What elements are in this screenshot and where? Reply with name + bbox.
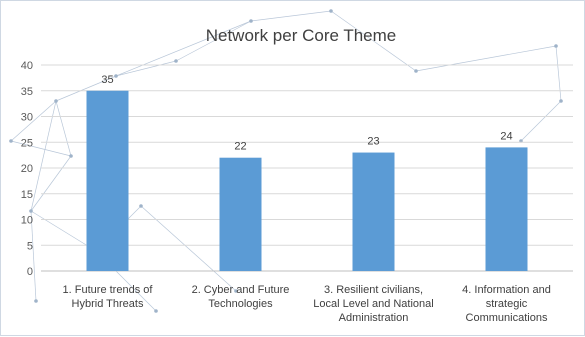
decoration-node bbox=[54, 99, 58, 103]
decoration-node bbox=[139, 204, 143, 208]
y-tick-label: 20 bbox=[21, 163, 33, 175]
decoration-line bbox=[415, 45, 557, 72]
y-tick-label: 0 bbox=[27, 266, 33, 278]
bar bbox=[352, 152, 395, 271]
decoration-node bbox=[154, 309, 158, 313]
decoration-line bbox=[30, 210, 97, 252]
decoration-line bbox=[10, 140, 72, 157]
decoration-line bbox=[30, 155, 72, 212]
y-tick-label: 15 bbox=[21, 189, 33, 201]
decoration-line bbox=[30, 100, 57, 212]
decoration-line bbox=[115, 60, 177, 77]
decoration-line bbox=[250, 10, 332, 22]
chart-title: Network per Core Theme bbox=[206, 26, 397, 45]
decoration-line bbox=[115, 20, 252, 77]
decoration-node bbox=[69, 154, 73, 158]
bar bbox=[485, 147, 528, 271]
decoration-node bbox=[29, 209, 33, 213]
decoration-line bbox=[555, 45, 562, 102]
x-category-label: 3. Resilient civilians,Local Level and N… bbox=[313, 284, 433, 324]
decoration-line bbox=[55, 100, 72, 157]
y-tick-label: 5 bbox=[27, 240, 33, 252]
y-tick-label: 25 bbox=[21, 137, 33, 149]
decoration-line bbox=[55, 75, 117, 102]
data-label: 23 bbox=[367, 136, 379, 148]
decoration-node bbox=[9, 139, 13, 143]
y-tick-label: 30 bbox=[21, 112, 33, 124]
decoration-line bbox=[175, 20, 252, 62]
network-background-decoration bbox=[9, 9, 563, 313]
data-label: 35 bbox=[101, 74, 113, 86]
decoration-node bbox=[234, 289, 238, 293]
decoration-node bbox=[329, 9, 333, 13]
decoration-node bbox=[114, 74, 118, 78]
data-label: 24 bbox=[500, 130, 512, 142]
y-tick-label: 10 bbox=[21, 215, 33, 227]
decoration-line bbox=[330, 10, 417, 72]
decoration-node bbox=[554, 44, 558, 48]
decoration-node bbox=[174, 59, 178, 63]
bar bbox=[219, 157, 262, 271]
data-label: 22 bbox=[234, 141, 246, 153]
bar bbox=[86, 90, 129, 271]
decoration-node bbox=[34, 299, 38, 303]
decoration-line bbox=[140, 205, 237, 292]
y-tick-label: 40 bbox=[21, 60, 33, 72]
decoration-line bbox=[520, 100, 562, 142]
decoration-line bbox=[30, 210, 37, 302]
decoration-node bbox=[249, 19, 253, 23]
decoration-node bbox=[559, 99, 563, 103]
decoration-line bbox=[10, 100, 57, 142]
y-tick-label: 35 bbox=[21, 86, 33, 98]
decoration-node bbox=[414, 69, 418, 73]
